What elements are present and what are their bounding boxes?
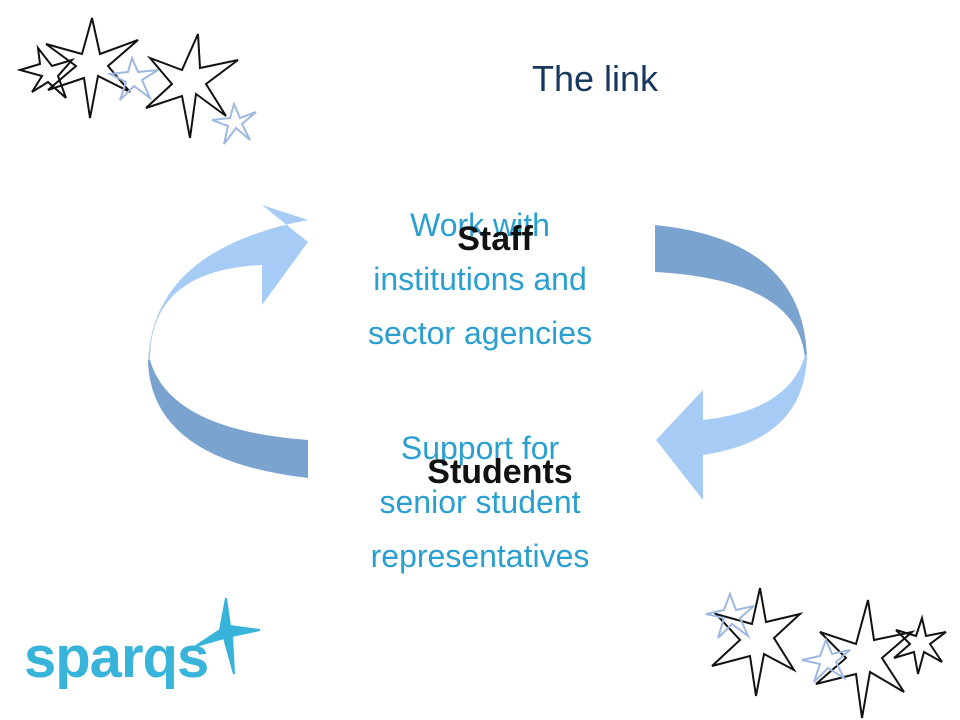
slide-title: The link (531, 58, 659, 99)
top-item-line-1: Work with (410, 207, 550, 243)
sparqs-logo: sparqs (24, 625, 209, 690)
bottom-item-line-3: representatives (370, 538, 590, 574)
top-item-line-2: institutions and (373, 261, 587, 297)
top-item-line-3: sector agencies (367, 315, 593, 351)
star-cluster-icon (16, 17, 257, 145)
star-cluster-icon-bottom (705, 587, 947, 719)
sparkle-icon (195, 597, 261, 675)
bottom-item-line-1: Support for (400, 430, 560, 466)
top-item-description: Work with institutions and sector agenci… (300, 198, 660, 360)
bottom-item-line-2: senior student (379, 484, 581, 520)
staff-label: Staff (457, 220, 533, 258)
cycle-arrow-icon (148, 205, 308, 478)
students-label: Students (427, 453, 573, 491)
bottom-item-description: Support for senior student representativ… (300, 421, 660, 583)
cycle-arrow-icon-right (655, 225, 807, 500)
